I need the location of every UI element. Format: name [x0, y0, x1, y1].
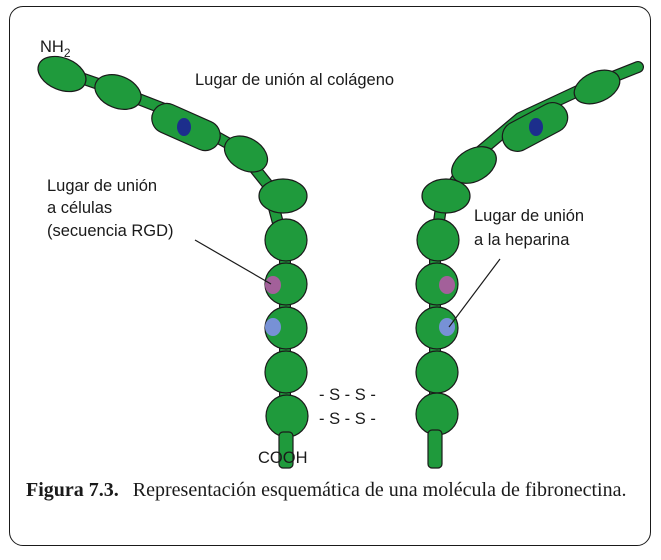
left-cell-binding-site [265, 276, 281, 294]
cell-site-label-line3: (secuencia RGD) [47, 222, 174, 240]
caption-text: Representación esquemática de una molécu… [132, 479, 627, 501]
left-domain [94, 74, 142, 110]
right-domain [573, 69, 621, 105]
right-domain [416, 218, 460, 262]
right-domain-rgd [415, 306, 459, 350]
left-domain [258, 178, 308, 214]
collagen-site-label: Lugar de unión al colágeno [195, 71, 394, 89]
cell-site-leader-line [194, 239, 272, 285]
c-terminus-label: COOH [258, 449, 308, 467]
disulfide-bond-upper: - S - S - [319, 386, 376, 404]
left-domain [264, 262, 308, 306]
left-heparin-binding-site [265, 318, 281, 336]
right-cell-binding-site [439, 276, 455, 294]
cell-site-label-line2: a células [47, 199, 112, 217]
left-domain [264, 218, 308, 262]
fibronectin-diagram: NH2 Lugar de unión al colágeno Lugar de … [37, 38, 644, 469]
right-collagen-binding-site [529, 118, 543, 136]
left-collagen-binding-site [177, 118, 191, 136]
left-domain [265, 394, 309, 438]
right-chain-tail [427, 429, 443, 469]
left-chain-tail [278, 431, 294, 469]
cell-site-label-line1: Lugar de unión [47, 177, 157, 195]
n-terminus-label: NH2 [40, 38, 71, 60]
right-heparin-binding-site [439, 318, 455, 336]
right-domain [415, 392, 459, 436]
heparin-site-label-line1: Lugar de unión [474, 207, 584, 225]
right-domain [415, 262, 459, 306]
left-domain-rgd [264, 306, 308, 350]
right-domain [415, 350, 459, 394]
right-fibronectin-chain [415, 61, 644, 436]
left-fibronectin-chain [37, 55, 309, 438]
right-domain [451, 146, 497, 184]
figure-caption: Figura 7.3. Representación esquemática de… [26, 475, 646, 505]
figure-number: Figura 7.3. [26, 479, 119, 501]
heparin-site-label-line2: a la heparina [474, 231, 570, 249]
left-domain [37, 55, 87, 93]
heparin-site-leader-line [448, 258, 501, 328]
disulfide-bond-lower: - S - S - [319, 410, 376, 428]
left-domain [223, 135, 269, 173]
left-domain [264, 350, 308, 394]
right-domain [421, 178, 471, 214]
